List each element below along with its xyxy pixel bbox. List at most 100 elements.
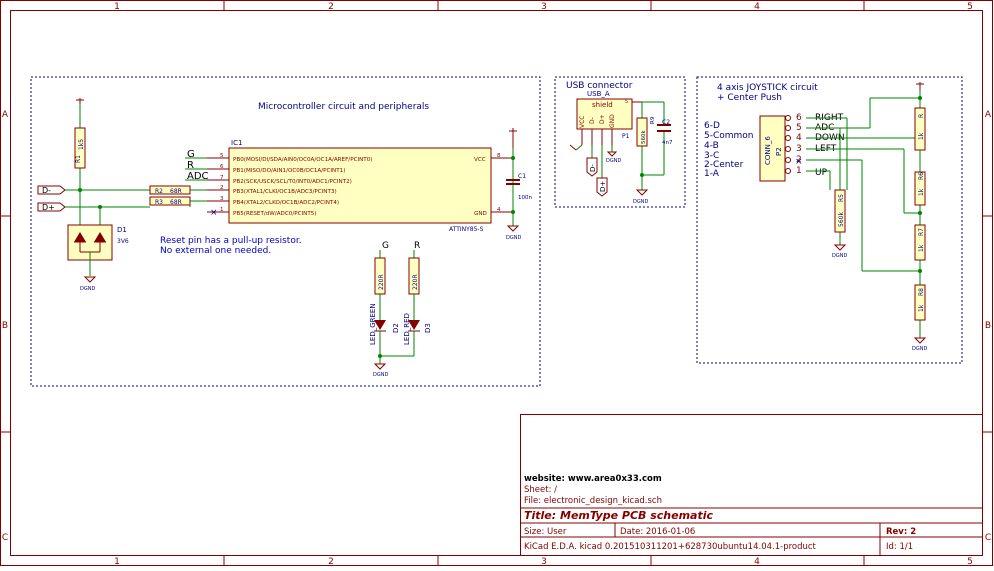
led-d2[interactable]: LED_GREEN D2 <box>369 303 400 346</box>
usb-d-minus-label: D- <box>586 157 598 177</box>
row-label-c-right: C <box>985 533 991 543</box>
row-label-b: B <box>2 321 8 331</box>
resistor-r7[interactable]: 1k R7 <box>914 224 926 261</box>
net-label-g: G <box>187 149 195 160</box>
dgnd-led: DGND <box>373 363 388 378</box>
zener-d1[interactable]: D1 3V6 <box>67 224 129 276</box>
svg-text:R7: R7 <box>918 228 925 236</box>
svg-text:DGND: DGND <box>832 253 847 259</box>
vcc-symbols <box>76 82 924 151</box>
svg-text:D1: D1 <box>117 226 127 234</box>
ic1-pin-num-4: 4 <box>497 207 501 213</box>
svg-text:4n7: 4n7 <box>662 140 673 146</box>
usb-block-title: USB connector <box>566 81 633 91</box>
svg-text:LED_RED: LED_RED <box>403 313 411 345</box>
col-label-4-bottom: 4 <box>754 557 760 567</box>
resistor-r1[interactable]: R1 1k5 <box>74 127 86 169</box>
svg-text:3-C: 3-C <box>704 151 719 161</box>
net-label-adc: ADC <box>187 171 209 182</box>
ic1-pin-num-3: 3 <box>220 196 224 202</box>
ic1-value: ATTINY85-S <box>449 226 484 233</box>
usb-block-outline <box>554 76 686 208</box>
micro-block-title: Microcontroller circuit and peripherals <box>258 102 429 112</box>
svg-text:3V6: 3V6 <box>117 238 129 245</box>
micro-block-outline <box>30 76 541 387</box>
label-d-minus: D- <box>37 185 66 195</box>
ic1-pin-num-1: 1 <box>220 207 224 213</box>
title-block <box>520 414 983 556</box>
junctions <box>78 156 515 358</box>
resistor-r6[interactable]: 1k R6 <box>914 171 926 206</box>
svg-text:R8: R8 <box>918 288 925 296</box>
ic1-pin-pb5: PB5(RESET/dW/ADC0/PCINT5) <box>233 211 316 217</box>
label-d-plus: D+ <box>37 202 66 212</box>
svg-text:100n: 100n <box>518 195 532 201</box>
tb-sheet: Sheet: / <box>524 485 557 495</box>
resistor-r10[interactable]: 1k R <box>914 107 926 151</box>
connector-p2[interactable]: CONN_6 P2 6 5 4 3 2 1 <box>759 113 802 182</box>
svg-text:68R: 68R <box>170 188 182 195</box>
resistor-r2[interactable]: R2 68R <box>149 185 191 195</box>
tb-title: Title: MemType PCB schematic <box>524 509 713 522</box>
svg-text:220R: 220R <box>412 274 419 290</box>
resistor-r9[interactable]: 560k R9 <box>636 116 656 147</box>
svg-text:C1: C1 <box>518 173 526 180</box>
svg-text:4-B: 4-B <box>704 141 719 151</box>
svg-text:GND: GND <box>609 114 616 128</box>
capacitor-c1[interactable]: C1 100n <box>506 173 532 201</box>
capacitor-c2[interactable]: C2 4n7 <box>657 119 673 146</box>
col-label-5: 5 <box>967 2 973 12</box>
net-label-r-led: R <box>414 241 420 251</box>
ic1-pin-pb4: PB4(XTAL2/CLKO/OC1B/ADC2/PCINT4) <box>233 200 339 206</box>
micro-wires <box>65 100 514 364</box>
svg-text:1-A: 1-A <box>704 169 720 179</box>
svg-text:UP: UP <box>815 168 828 178</box>
svg-text:68R: 68R <box>170 199 182 206</box>
svg-text:D-: D- <box>42 186 51 195</box>
resistor-r4[interactable]: 220R <box>374 257 386 295</box>
svg-text:D2: D2 <box>392 323 400 333</box>
svg-text:1k: 1k <box>918 244 925 252</box>
tb-file: File: electronic_design_kicad.sch <box>524 496 662 506</box>
svg-text:R2: R2 <box>155 188 163 195</box>
svg-text:1k5: 1k5 <box>78 139 85 150</box>
reset-note-line2: No external one needed. <box>160 246 271 256</box>
svg-text:DGND: DGND <box>606 158 621 164</box>
svg-text:DGND: DGND <box>373 372 388 378</box>
resistor-r3[interactable]: R3 68R <box>149 196 191 206</box>
p2-pin2-noconnect: × <box>795 157 803 167</box>
svg-text:DGND: DGND <box>506 235 521 241</box>
resistor-r8-led[interactable]: 220R <box>408 257 420 295</box>
dgnd-ic1: DGND <box>506 225 521 241</box>
ic1-pin-gnd: GND <box>474 211 487 217</box>
svg-text:5: 5 <box>625 99 628 105</box>
col-label-2-bottom: 2 <box>328 557 334 567</box>
resistor-r8[interactable]: 1k R8 <box>914 284 926 321</box>
resistor-r5[interactable]: 560k R5 <box>834 189 846 233</box>
ic1-pin-pb2: PB2(SCK/USCK/SCL/T0/INT0/ADC1/PCINT2) <box>233 179 352 185</box>
ic1-pin-num-2: 2 <box>220 185 224 191</box>
ic1-pin-pb1: PB1(MISO/DO/AIN1/OC0B/OC1A/PCINT1) <box>233 168 345 174</box>
joystick-wires <box>806 90 921 338</box>
svg-text:R6: R6 <box>918 172 925 180</box>
svg-text:VCC: VCC <box>579 116 586 128</box>
led-d3[interactable]: LED_RED D3 <box>403 313 432 346</box>
row-label-b-right: B <box>985 321 991 331</box>
svg-text:P2: P2 <box>775 147 783 156</box>
ic1-attiny85[interactable]: IC1 ATTINY85-S PB0(MOSI/DI/SDA/AIN0/OC0A… <box>207 139 513 233</box>
svg-text:6-D: 6-D <box>704 121 720 131</box>
tb-rev: Rev: 2 <box>886 527 916 537</box>
col-label-1: 1 <box>114 2 120 12</box>
dgnd-d1: DGND <box>80 276 97 292</box>
svg-text:560k: 560k <box>838 212 845 227</box>
svg-text:560k: 560k <box>641 130 647 144</box>
svg-text:P1: P1 <box>622 133 630 140</box>
reset-note-line1: Reset pin has a pull-up resistor. <box>160 236 302 246</box>
usb-connector-p1[interactable]: USB_A shield VCC D- D+ GND 5 P1 <box>576 90 642 145</box>
svg-text:R9: R9 <box>650 116 656 124</box>
svg-text:1k: 1k <box>918 304 925 312</box>
